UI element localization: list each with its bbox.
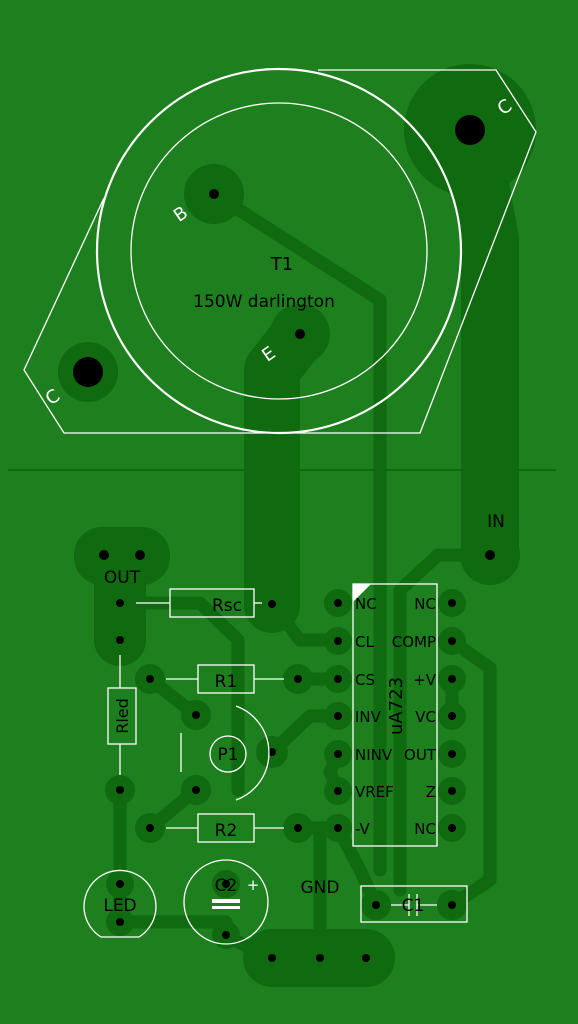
hole-ic-r5 bbox=[448, 750, 456, 758]
hole-gnd-3 bbox=[362, 954, 370, 962]
ic-pin1-marker bbox=[353, 584, 371, 602]
rled-label: Rled bbox=[113, 698, 132, 734]
hole-c2-1 bbox=[222, 880, 230, 888]
hole-gnd-2 bbox=[316, 954, 324, 962]
ic-pin-label-left-6: VREF bbox=[355, 783, 394, 801]
led-outline bbox=[83, 869, 157, 938]
hole-r2-right bbox=[294, 824, 302, 832]
hole-r1-left bbox=[146, 675, 154, 683]
p1-knob bbox=[209, 735, 247, 773]
t1-name-label: T1 bbox=[270, 254, 293, 275]
trace-comp-c1 bbox=[445, 634, 497, 912]
hole-out-b bbox=[135, 550, 145, 560]
hole-c1-right bbox=[448, 901, 456, 909]
silkscreen bbox=[23, 67, 537, 945]
ic-pin-label-left-7: -V bbox=[355, 820, 371, 838]
ic-pin-label-right-7: NC bbox=[414, 820, 436, 838]
hole-ic-l5 bbox=[334, 750, 342, 758]
drill-holes bbox=[73, 115, 495, 962]
hole-ic-r4 bbox=[448, 712, 456, 720]
hole-ic-l1 bbox=[334, 599, 342, 607]
p1-label: P1 bbox=[217, 745, 238, 765]
hole-c1-left bbox=[372, 901, 380, 909]
hole-ic-l6 bbox=[334, 787, 342, 795]
c2-plate-positive bbox=[212, 899, 240, 903]
hole-p1-wiper bbox=[268, 748, 276, 756]
pad-out bbox=[74, 527, 170, 585]
hole-p1-top bbox=[192, 711, 200, 719]
gnd-label: GND bbox=[301, 878, 340, 898]
ic-pin-label-right-1: NC bbox=[414, 595, 436, 613]
c1-body bbox=[360, 885, 468, 923]
trace-emitter bbox=[244, 306, 328, 633]
hole-ic-l7 bbox=[334, 824, 342, 832]
hole-out-a bbox=[99, 550, 109, 560]
t1-can-inner bbox=[130, 102, 428, 400]
r1-label: R1 bbox=[215, 672, 238, 692]
out-label: OUT bbox=[104, 568, 141, 588]
led-label: LED bbox=[103, 896, 136, 916]
ic-body bbox=[352, 583, 438, 847]
hole-gnd-1 bbox=[268, 954, 276, 962]
rsc-label: Rsc bbox=[212, 596, 242, 616]
ic-pin-label-left-4: INV bbox=[355, 708, 382, 726]
t1-description-label: 150W darlington bbox=[193, 292, 335, 312]
c2-plate-negative bbox=[212, 906, 240, 909]
trace-base bbox=[207, 187, 387, 877]
in-label: IN bbox=[487, 512, 505, 532]
hole-r2-left bbox=[146, 824, 154, 832]
hole-ic-r2 bbox=[448, 637, 456, 645]
hole-out-1 bbox=[116, 599, 124, 607]
hole-mount-top bbox=[455, 115, 485, 145]
p1-outline-arc bbox=[235, 705, 270, 801]
ic-pin-label-left-1: NC bbox=[355, 595, 377, 613]
c1-label: C1 bbox=[402, 896, 425, 916]
hole-ic-l3 bbox=[334, 675, 342, 683]
hole-ic-r7 bbox=[448, 824, 456, 832]
ic-pin-label-left-5: NINV bbox=[355, 746, 393, 764]
labels: T1 150W darlington B E C C IN OUT GND Rs… bbox=[42, 95, 516, 916]
hole-r1-right bbox=[294, 675, 302, 683]
hole-rled-bottom bbox=[116, 786, 124, 794]
rled-body bbox=[107, 687, 137, 745]
ic-pin-label-right-4: VC bbox=[415, 708, 436, 726]
hole-in bbox=[485, 550, 495, 560]
t1-can-outer bbox=[95, 67, 463, 435]
ic-pin-label-right-2: COMP bbox=[392, 633, 436, 651]
hole-rsc bbox=[268, 600, 276, 608]
hole-p1-bottom bbox=[192, 786, 200, 794]
copper-pads bbox=[58, 64, 536, 972]
hole-out-2 bbox=[116, 636, 124, 644]
c2-label: C2 bbox=[215, 876, 238, 896]
ic-pin-label-right-5: OUT bbox=[404, 746, 437, 764]
ic-pin-label-right-6: Z bbox=[426, 783, 436, 801]
hole-led-2 bbox=[116, 918, 124, 926]
r2-label: R2 bbox=[215, 821, 238, 841]
hole-ic-l2 bbox=[334, 637, 342, 645]
ic-name-label: uA723 bbox=[386, 677, 407, 735]
c2-plus-label: + bbox=[247, 876, 260, 894]
t1-outline bbox=[23, 69, 537, 434]
hole-c2-2 bbox=[222, 931, 230, 939]
hole-ic-r1 bbox=[448, 599, 456, 607]
hole-t1-emitter bbox=[295, 329, 305, 339]
hole-ic-r6 bbox=[448, 787, 456, 795]
c2-outline bbox=[183, 859, 269, 945]
hole-ic-l4 bbox=[334, 712, 342, 720]
hole-led-1 bbox=[116, 880, 124, 888]
ic-pin-label-left-2: CL bbox=[355, 633, 374, 651]
hole-mount-left bbox=[73, 357, 103, 387]
ic-pin-label-right-3: +V bbox=[413, 671, 437, 689]
hole-ic-r3 bbox=[448, 675, 456, 683]
ic-pin-label-left-3: CS bbox=[355, 671, 375, 689]
hole-t1-base bbox=[209, 189, 219, 199]
